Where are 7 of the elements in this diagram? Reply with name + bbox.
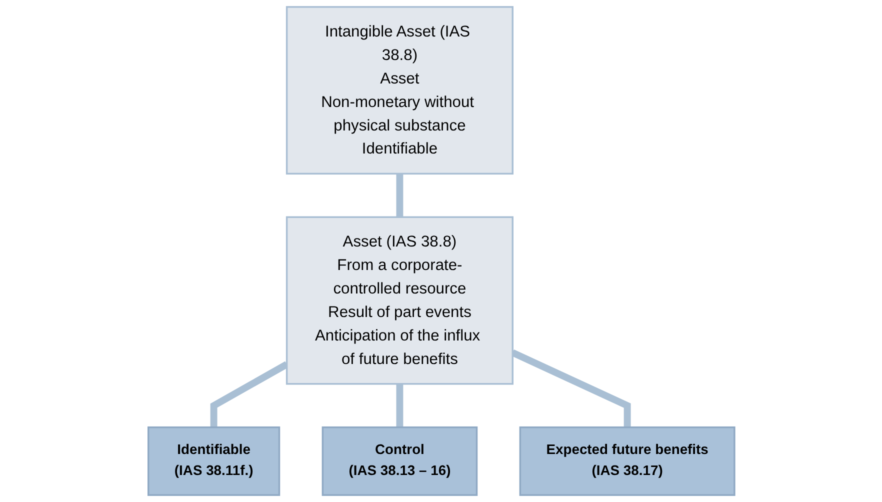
node-box: Asset (IAS 38.8) From a corporate-controlled resource Result of part events Anticipation of the influx of future benefits <box>286 216 514 385</box>
node-box: Identifiable (IAS 38.11f.) <box>147 426 280 496</box>
node-box: Intangible Asset (IAS 38.8) Asset Non-monetary without physical substance Identifiable <box>286 6 514 175</box>
connector <box>396 384 403 428</box>
connector <box>396 174 403 218</box>
node-box: Expected future benefits (IAS 38.17) <box>518 426 735 496</box>
node-box: Control (IAS 38.13 – 16) <box>321 426 478 496</box>
